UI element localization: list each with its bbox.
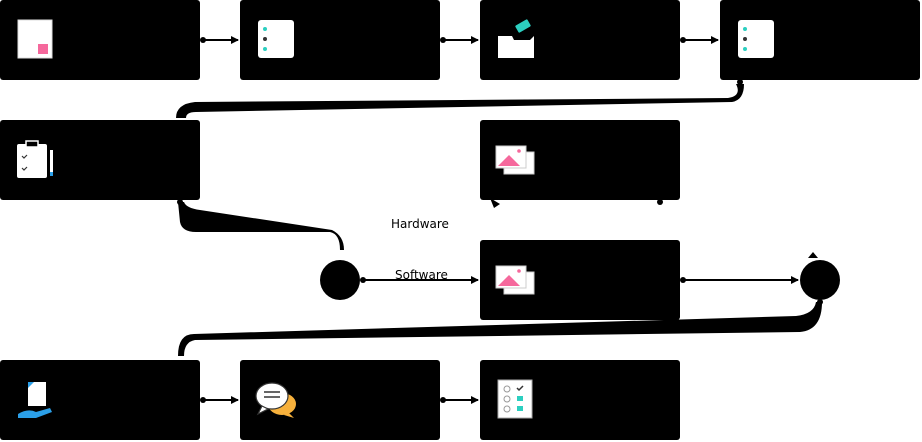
list-icon [258,20,294,58]
port-dot [200,37,206,43]
connector-n6-gate2-tip [808,252,818,258]
port-dot [680,277,686,283]
connector-gate2-n8 [178,302,822,356]
process-node-6[interactable] [480,120,680,200]
decision-gate-icon[interactable] [320,260,360,300]
process-node-5[interactable] [0,120,200,200]
connector-n5-gate1 [178,202,344,250]
process-node-8[interactable] [0,360,200,440]
process-node-7[interactable] [480,240,680,320]
process-node-4[interactable] [720,0,920,80]
connector-gate1-n6 [490,198,500,208]
image-icon [495,265,535,295]
port-dot [657,199,663,205]
process-node-1[interactable] [0,0,200,80]
port-dot [360,277,366,283]
hand-document-icon [18,382,52,418]
hardware-branch-label: Hardware [391,217,449,231]
port-dot [817,299,823,305]
clipboard-checklist-icon [17,140,53,178]
port-dot [440,37,446,43]
list-icon [738,20,774,58]
port-dot [177,199,183,205]
process-node-3[interactable] [480,0,680,80]
port-dot [680,37,686,43]
image-icon [495,145,535,175]
document-icon [17,19,53,59]
process-node-9[interactable] [240,360,440,440]
port-dot [200,397,206,403]
port-dot [440,397,446,403]
chat-bubbles-icon [255,382,296,418]
process-node-10[interactable] [480,360,680,440]
process-node-2[interactable] [240,0,440,80]
merge-gate-icon[interactable] [800,260,840,300]
connector-n4-n5-wide [176,84,744,118]
software-branch-label: Software [395,268,448,282]
ballot-box-icon [498,19,534,58]
port-dot [737,79,743,85]
checklist-icon [497,379,533,419]
